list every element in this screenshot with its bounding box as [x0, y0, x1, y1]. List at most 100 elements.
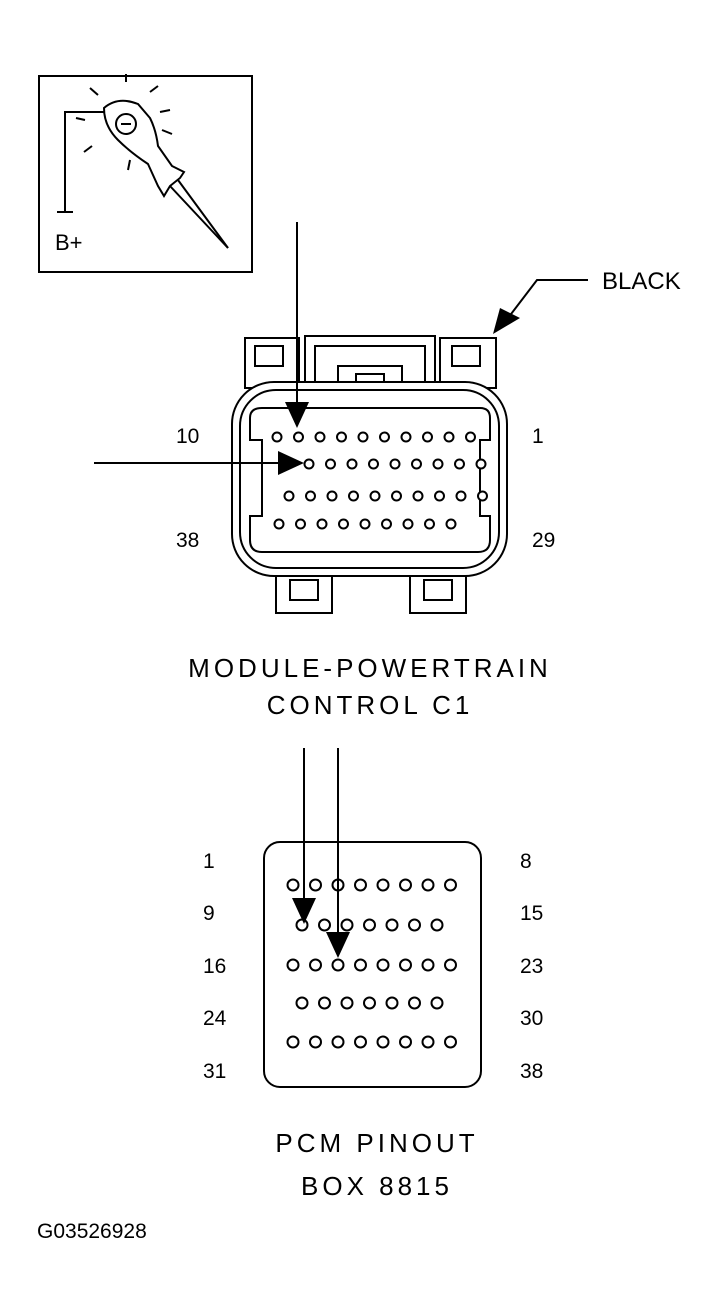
pinout-box-frame — [263, 841, 482, 1088]
c1-pin-hole — [454, 458, 465, 470]
pcm-pin-hole — [331, 958, 345, 972]
pcm-row-label-right: 30 — [520, 1007, 543, 1030]
test-light-inset: B+ — [38, 74, 253, 273]
c1-connector: BLACK — [94, 222, 681, 720]
pcm-pin-hole — [421, 958, 435, 972]
wire-color-leader — [493, 279, 588, 334]
c1-pin-hole — [336, 431, 347, 443]
c1-title-line2: CONTROL C1 — [267, 690, 474, 720]
c1-pin-hole — [424, 518, 435, 530]
c1-pin-hole — [295, 518, 306, 530]
c1-pin-hole — [411, 458, 422, 470]
c1-pin-label-38: 38 — [176, 529, 199, 552]
c1-pin-hole — [412, 490, 424, 502]
pcm-pin-hole — [385, 996, 399, 1010]
c1-pin-hole — [432, 458, 444, 470]
pcm-pinout-box: 1 8 9 15 16 23 24 30 31 38 PCM PINOUT BO… — [203, 748, 543, 1201]
c1-pin-hole — [303, 458, 315, 470]
pcm-pin-hole — [444, 878, 457, 892]
c1-pin-hole — [434, 490, 445, 502]
c1-pin-hole — [348, 490, 359, 502]
c1-pin-hole — [316, 518, 328, 530]
pcm-pin-hole — [444, 958, 457, 972]
pcm-pin-hole — [340, 918, 354, 932]
c1-pin-hole — [357, 431, 369, 443]
pcm-pin-hole — [340, 996, 354, 1010]
c1-pin-hole — [379, 431, 390, 443]
pcm-pin-hole — [286, 1035, 300, 1049]
pcm-pin-hole — [354, 878, 367, 892]
c1-arrow-down — [285, 402, 309, 428]
c1-pin-hole — [445, 518, 457, 530]
b-plus-label: B+ — [55, 230, 83, 255]
c1-pin-hole — [402, 518, 414, 530]
pcm-arrow-left — [292, 898, 316, 924]
pcm-pin-hole — [354, 1035, 367, 1049]
c1-pin-hole — [346, 458, 358, 470]
c1-pin-hole — [305, 490, 316, 502]
pcm-pin-hole — [309, 1035, 322, 1049]
pcm-pin-hole — [295, 918, 309, 932]
pcm-pin-hole — [363, 996, 376, 1010]
c1-pin-hole — [271, 431, 283, 443]
c1-pin-hole — [381, 518, 392, 530]
c1-pin-label-1: 1 — [532, 425, 544, 448]
c1-pin-hole — [325, 458, 336, 470]
pcm-row-label-right: 8 — [520, 850, 532, 873]
pcm-pin-hole — [408, 918, 421, 932]
pcm-arrow-right — [326, 932, 350, 958]
c1-pin-hole — [391, 490, 402, 502]
c1-pin-hole — [475, 458, 487, 470]
wire-color-label: BLACK — [602, 268, 681, 295]
pcm-pin-hole — [318, 918, 331, 932]
pcm-row-label-right: 38 — [520, 1060, 543, 1083]
pcm-row-label-right: 15 — [520, 902, 543, 925]
pcm-pin-hole — [331, 1035, 345, 1049]
c1-arrow-right — [278, 451, 304, 475]
c1-pin-hole — [422, 431, 433, 443]
c1-pin-hole — [465, 431, 476, 443]
pcm-pin-hole — [363, 918, 376, 932]
pcm-pin-hole — [399, 878, 412, 892]
pcm-row-label-left: 1 — [203, 850, 215, 873]
c1-pin-hole — [389, 458, 401, 470]
pcm-pin-hole — [421, 878, 435, 892]
c1-pin-hole — [314, 431, 326, 443]
pcm-pin-grid — [286, 878, 457, 1049]
c1-pin-hole — [359, 518, 371, 530]
c1-pin-hole — [455, 490, 467, 502]
c1-pin-hole — [443, 431, 455, 443]
pcm-pin-hole — [421, 1035, 435, 1049]
pcm-pin-hole — [286, 878, 300, 892]
c1-pin-hole — [368, 458, 379, 470]
pcm-title-line1: PCM PINOUT — [275, 1128, 478, 1158]
pcm-pin-hole — [309, 958, 322, 972]
pcm-pin-hole — [399, 958, 412, 972]
pcm-pin-hole — [430, 996, 444, 1010]
pcm-pin-hole — [376, 958, 390, 972]
pcm-pin-hole — [399, 1035, 412, 1049]
pcm-row-label-left: 16 — [203, 955, 226, 978]
pcm-row-label-left: 9 — [203, 902, 215, 925]
pcm-probe-arrows — [292, 748, 350, 958]
c1-pin-hole — [283, 490, 295, 502]
pcm-pin-hole — [376, 1035, 390, 1049]
pcm-pin-hole — [295, 996, 309, 1010]
pcm-row-label-right: 23 — [520, 955, 543, 978]
c1-pin-label-29: 29 — [532, 529, 555, 552]
c1-pin-hole — [477, 490, 488, 502]
c1-pin-hole — [293, 431, 304, 443]
inset-frame — [38, 75, 253, 273]
c1-title-line1: MODULE-POWERTRAIN — [188, 653, 552, 683]
c1-pin-grid — [271, 431, 488, 530]
pcm-pin-hole — [444, 1035, 457, 1049]
pcm-row-label-left: 31 — [203, 1060, 226, 1083]
test-light-icon — [57, 74, 229, 249]
pcm-title-line2: BOX 8815 — [301, 1171, 453, 1201]
pcm-pin-hole — [286, 958, 300, 972]
pcm-pin-hole — [318, 996, 331, 1010]
c1-pin-hole — [400, 431, 412, 443]
c1-pin-hole — [273, 518, 285, 530]
pcm-pin-hole — [354, 958, 367, 972]
